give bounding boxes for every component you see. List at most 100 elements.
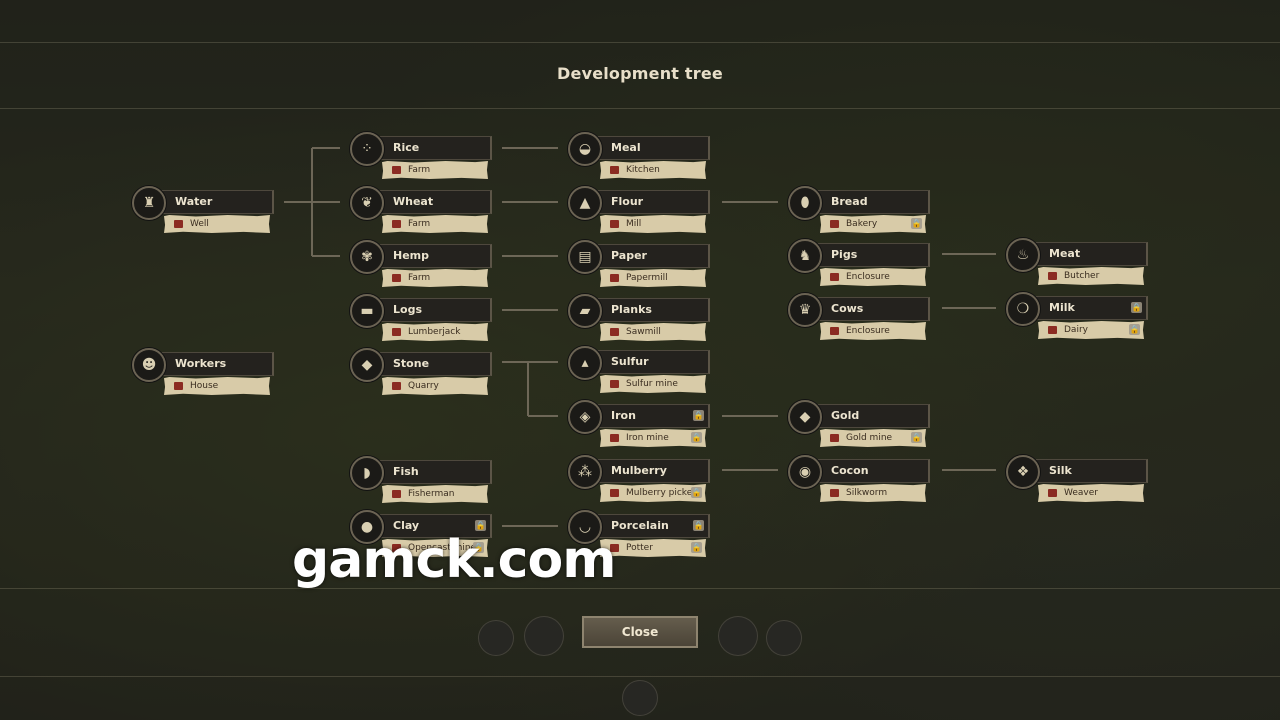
divider-header [0,108,1280,109]
building-label: Farm [408,165,431,175]
building-icon [392,220,401,228]
lock-icon: 🔒 [911,432,922,443]
pig-icon: ♞ [788,239,822,273]
porcelain-icon: ◡ [568,510,602,544]
building-label: Dairy [1064,325,1088,335]
building-icon [610,544,619,552]
node-label: Stone [374,352,492,376]
node-building: Gold mine🔒 [820,429,926,447]
lock-icon: 🔒 [475,520,486,531]
tree-node-rice[interactable]: Rice⁘Farm [350,132,500,184]
building-label: Papermill [626,273,668,283]
building-label: Potter [626,543,653,553]
dialog-title: Development tree [557,64,723,83]
cocoon-icon: ◉ [788,455,822,489]
tree-node-sulfur[interactable]: Sulfur▴ Sulfur mine [568,346,718,398]
node-label: Silk [1030,459,1148,483]
building-label: Farm [408,273,431,283]
building-label: Opencast mine [408,543,477,553]
tree-node-flour[interactable]: Flour▲Mill [568,186,718,238]
building-label: Quarry [408,381,439,391]
sulfur-icon: ▴ [568,346,602,380]
hud-button [478,620,514,656]
worker-icon: ☻ [132,348,166,382]
node-building: Papermill [600,269,706,287]
node-label: Cows [812,297,930,321]
building-label: Fisherman [408,489,455,499]
building-icon [174,382,183,390]
node-building: Weaver [1038,484,1144,502]
stone-icon: ◆ [350,348,384,382]
building-label: Butcher [1064,271,1100,281]
node-label: Planks [592,298,710,322]
flour-sack-icon: ▲ [568,186,602,220]
tree-node-porcelain[interactable]: Porcelain🔒◡Potter🔒 [568,510,718,562]
tree-node-planks[interactable]: Planks▰Sawmill [568,294,718,346]
lock-icon: 🔒 [691,542,702,553]
tree-node-meat[interactable]: Meat♨Butcher [1006,238,1156,290]
node-label: Mulberry [592,459,710,483]
building-label: Iron mine [626,433,669,443]
node-label: Sulfur [592,350,710,374]
paper-icon: ▤ [568,240,602,274]
tree-node-bread[interactable]: Bread⬮Bakery🔒 [788,186,938,238]
tree-node-workers[interactable]: Workers☻House [132,348,282,400]
building-icon [174,220,183,228]
lock-icon: 🔒 [693,520,704,531]
tree-node-logs[interactable]: Logs▬Lumberjack [350,294,500,346]
tree-node-iron[interactable]: Iron🔒◈Iron mine🔒 [568,400,718,452]
lock-icon: 🔒 [473,542,484,553]
building-icon [830,220,839,228]
node-building: Mulberry picker🔒 [600,484,706,502]
tree-node-pigs[interactable]: Pigs♞Enclosure [788,239,938,291]
tree-node-clay[interactable]: Clay🔒●Opencast mine🔒 [350,510,500,562]
tree-node-stone[interactable]: Stone◆ Quarry [350,348,500,400]
building-label: Farm [408,219,431,229]
node-label: Workers [156,352,274,376]
tree-node-silk[interactable]: Silk❖Weaver [1006,455,1156,507]
water-bucket-icon: ♜ [132,186,166,220]
building-label: Sulfur mine [626,379,678,389]
node-building: House [164,377,270,395]
fish-icon: ◗ [350,456,384,490]
node-building: Enclosure [820,322,926,340]
building-label: Silkworm breeding [846,488,888,516]
divider-bottom [0,676,1280,677]
node-building: Dairy 🔒 [1038,321,1144,339]
tree-node-meal[interactable]: Meal◒Kitchen [568,132,718,184]
building-label: Well [190,219,209,229]
building-icon [392,166,401,174]
node-building: Bakery🔒 [820,215,926,233]
lock-icon: 🔒 [1129,324,1140,335]
building-label: Lumberjack [408,327,461,337]
divider-top [0,42,1280,43]
close-button[interactable]: Close [582,616,698,648]
tree-node-cows[interactable]: Cows♛Enclosure [788,293,938,345]
bread-icon: ⬮ [788,186,822,220]
node-label: Cocon [812,459,930,483]
divider-footer [0,588,1280,589]
node-label: Meal [592,136,710,160]
building-icon [392,382,401,390]
gold-icon: ◆ [788,400,822,434]
tree-node-wheat[interactable]: Wheat❦Farm [350,186,500,238]
tree-node-fish[interactable]: Fish◗ Fisherman [350,456,500,508]
node-building: Sawmill [600,323,706,341]
tree-node-gold[interactable]: Gold◆Gold mine🔒 [788,400,938,452]
tree-node-water[interactable]: Water♜Well [132,186,282,238]
node-label: Hemp [374,244,492,268]
node-building: Lumberjack [382,323,488,341]
building-icon [830,489,839,497]
building-icon [610,166,619,174]
node-building: Fisherman [382,485,488,503]
tree-node-cocon[interactable]: Cocon◉Silkworm breeding [788,455,938,507]
iron-icon: ◈ [568,400,602,434]
tree-node-paper[interactable]: Paper▤Papermill [568,240,718,292]
node-label: Fish [374,460,492,484]
node-building: Farm [382,161,488,179]
tree-node-hemp[interactable]: Hemp✾Farm [350,240,500,292]
node-building: Farm [382,215,488,233]
tree-node-mulberry[interactable]: Mulberry⁂Mulberry picker🔒 [568,455,718,507]
tree-node-milk[interactable]: Milk🔒❍Dairy🔒 [1006,292,1156,344]
